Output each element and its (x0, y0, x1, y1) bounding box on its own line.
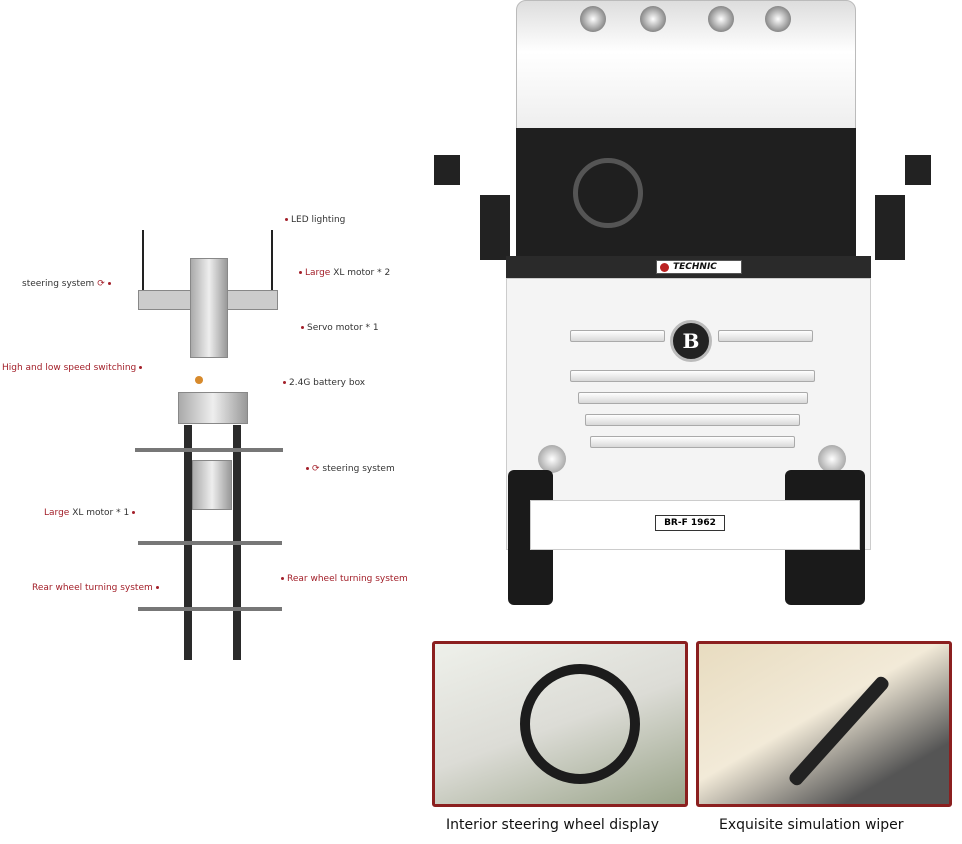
label-servo-motor: Servo motor * 1 (298, 323, 379, 333)
label-steering-system-right: ⟳ steering system (303, 464, 395, 474)
large-xl-motor-bottom (192, 460, 232, 510)
axle-middle (138, 541, 282, 545)
cab-roof (516, 0, 856, 130)
side-mirror-left (480, 195, 510, 260)
roof-light (580, 6, 606, 32)
technic-badge: TECHNIC (656, 260, 742, 274)
mirror-left (434, 155, 460, 185)
inset-steering-wheel (432, 641, 688, 807)
grille-bar (570, 370, 815, 382)
mirror-right (905, 155, 931, 185)
headlight-right (818, 445, 846, 473)
headlight-left (538, 445, 566, 473)
label-speed-switching: High and low speed switching (2, 363, 145, 373)
roof-light (708, 6, 734, 32)
roof-light (765, 6, 791, 32)
bumper (530, 500, 860, 550)
side-mirror-right (875, 195, 905, 260)
label-battery-box: 2.4G battery box (280, 378, 365, 388)
inset-wiper (696, 641, 952, 807)
technic-logo-icon (660, 263, 669, 272)
roof-light (640, 6, 666, 32)
brand-logo: B (670, 320, 712, 362)
steering-wheel (573, 158, 643, 228)
grille-bar (590, 436, 795, 448)
label-rear-wheel-left: Rear wheel turning system (32, 583, 162, 593)
large-xl-motor-top (190, 258, 228, 358)
label-rear-wheel-right: Rear wheel turning system (278, 574, 408, 584)
license-plate: BR-F 1962 (655, 515, 725, 531)
led-wire-right (271, 230, 273, 290)
truck-front-image: TECHNIC B BR-F 1962 (430, 0, 935, 612)
axle-front (135, 448, 283, 452)
caption-steering-wheel: Interior steering wheel display (446, 817, 659, 833)
grille-bar (570, 330, 665, 342)
windshield (516, 128, 856, 258)
grille-bar (718, 330, 813, 342)
grille-bar (585, 414, 800, 426)
led-wire-left (142, 230, 144, 290)
label-steering-system-left: steering system ⟳ (22, 279, 114, 289)
steering-wheel (520, 664, 640, 784)
label-large-xl-motor-1: Large XL motor * 1 (44, 508, 138, 518)
grille-bar (578, 392, 808, 404)
speed-switch (195, 376, 203, 384)
battery-box (178, 392, 248, 424)
badge-bar: TECHNIC (506, 256, 871, 278)
label-large-xl-motor-2: Large XL motor * 2 (296, 268, 390, 278)
caption-wiper: Exquisite simulation wiper (719, 817, 904, 833)
axle-rear (138, 607, 282, 611)
wiper (786, 674, 892, 788)
label-led-lighting: LED lighting (282, 215, 345, 225)
